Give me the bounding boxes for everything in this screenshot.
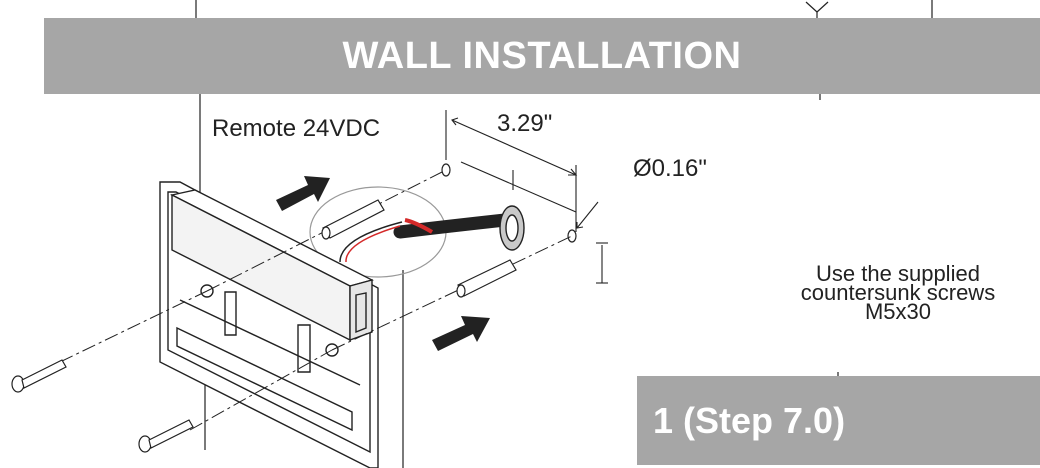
dimension-lines <box>445 110 608 284</box>
cable-icon <box>339 213 512 263</box>
screw-note-line: Use the supplied <box>816 261 980 286</box>
hole-spacing-label: 3.29" <box>497 110 553 137</box>
push-arrow-icon <box>276 176 490 351</box>
grommet-icon <box>499 205 525 251</box>
page-title: WALL INSTALLATION <box>44 18 1040 94</box>
screw-note-line: M5x30 <box>864 299 932 324</box>
screw-note-line: countersunk screws <box>800 280 996 305</box>
hole-diameter-label: Ø0.16" <box>633 155 707 182</box>
remote-power-label: Remote 24VDC <box>212 115 381 142</box>
wall-holes <box>441 163 577 243</box>
screw-icon <box>11 359 194 453</box>
control-box <box>169 189 374 342</box>
step-label: 1 (Step 7.0) <box>637 376 1040 465</box>
wall-anchor-icon <box>321 199 517 298</box>
screw-note: Use the supplied countersunk screws M5x3… <box>748 261 1040 324</box>
corner-mark <box>805 1 829 18</box>
wall-outline <box>195 0 933 468</box>
